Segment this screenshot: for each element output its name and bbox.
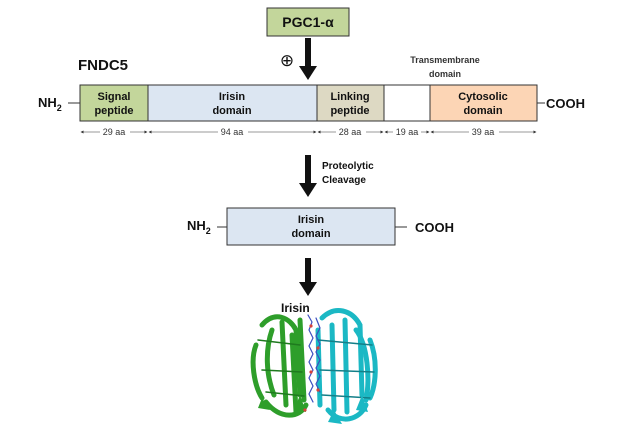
pgc1-alpha-label: PGC1-α: [282, 14, 334, 30]
signal-length-label: 29 aa: [103, 127, 126, 137]
n-terminus-label: NH2: [38, 95, 62, 113]
irisin-ribbon-structure-icon: [250, 308, 378, 424]
signal-peptide-label-1: Signal: [97, 91, 130, 103]
fndc5-label: FNDC5: [78, 57, 128, 74]
linking-peptide-label-2: peptide: [330, 105, 369, 117]
fndc5-domain-bar: [79, 84, 538, 122]
product-n-terminus-label: NH2: [187, 218, 211, 236]
transmembrane-label-line2: domain: [429, 69, 461, 79]
cleavage-label-line2: Cleavage: [322, 175, 366, 186]
irisin-domain-label-1: Irisin: [219, 91, 246, 103]
product-c-terminus-label: COOH: [415, 220, 454, 235]
transmembrane-box: [383, 84, 431, 122]
cleavage-label-line1: Proteolytic: [322, 161, 374, 172]
irisin-length-label: 94 aa: [221, 127, 244, 137]
irisin-product-box: [226, 207, 396, 246]
length-annotations: 29 aa 94 aa 28 aa 19 aa 39 aa: [80, 126, 537, 137]
c-terminus-label: COOH: [546, 96, 585, 111]
irisin-domain-label-2: domain: [212, 105, 251, 117]
tm-length-label: 19 aa: [396, 127, 419, 137]
signal-peptide-box: [79, 84, 149, 122]
linking-peptide-label-1: Linking: [330, 91, 369, 103]
cyto-length-label: 39 aa: [472, 127, 495, 137]
irisin-product-label-2: domain: [291, 228, 330, 240]
linking-length-label: 28 aa: [339, 127, 362, 137]
irisin-domain-box: [147, 84, 318, 122]
cleavage-arrow-icon: [299, 155, 317, 197]
irisin-product-label-1: Irisin: [298, 214, 325, 226]
plus-icon: ⊕: [280, 51, 294, 71]
cytosolic-domain-label-1: Cytosolic: [458, 91, 508, 103]
irisin-structure-label: Irisin: [281, 301, 310, 315]
pgc1-alpha-box: [266, 7, 350, 37]
activation-arrow-icon: [299, 38, 317, 80]
cytosolic-domain-label-2: domain: [463, 105, 502, 117]
cytosolic-domain-box: [429, 84, 538, 122]
structure-arrow-icon: [299, 258, 317, 296]
transmembrane-label-line1: Transmembrane: [410, 55, 480, 65]
signal-peptide-label-2: peptide: [94, 105, 133, 117]
